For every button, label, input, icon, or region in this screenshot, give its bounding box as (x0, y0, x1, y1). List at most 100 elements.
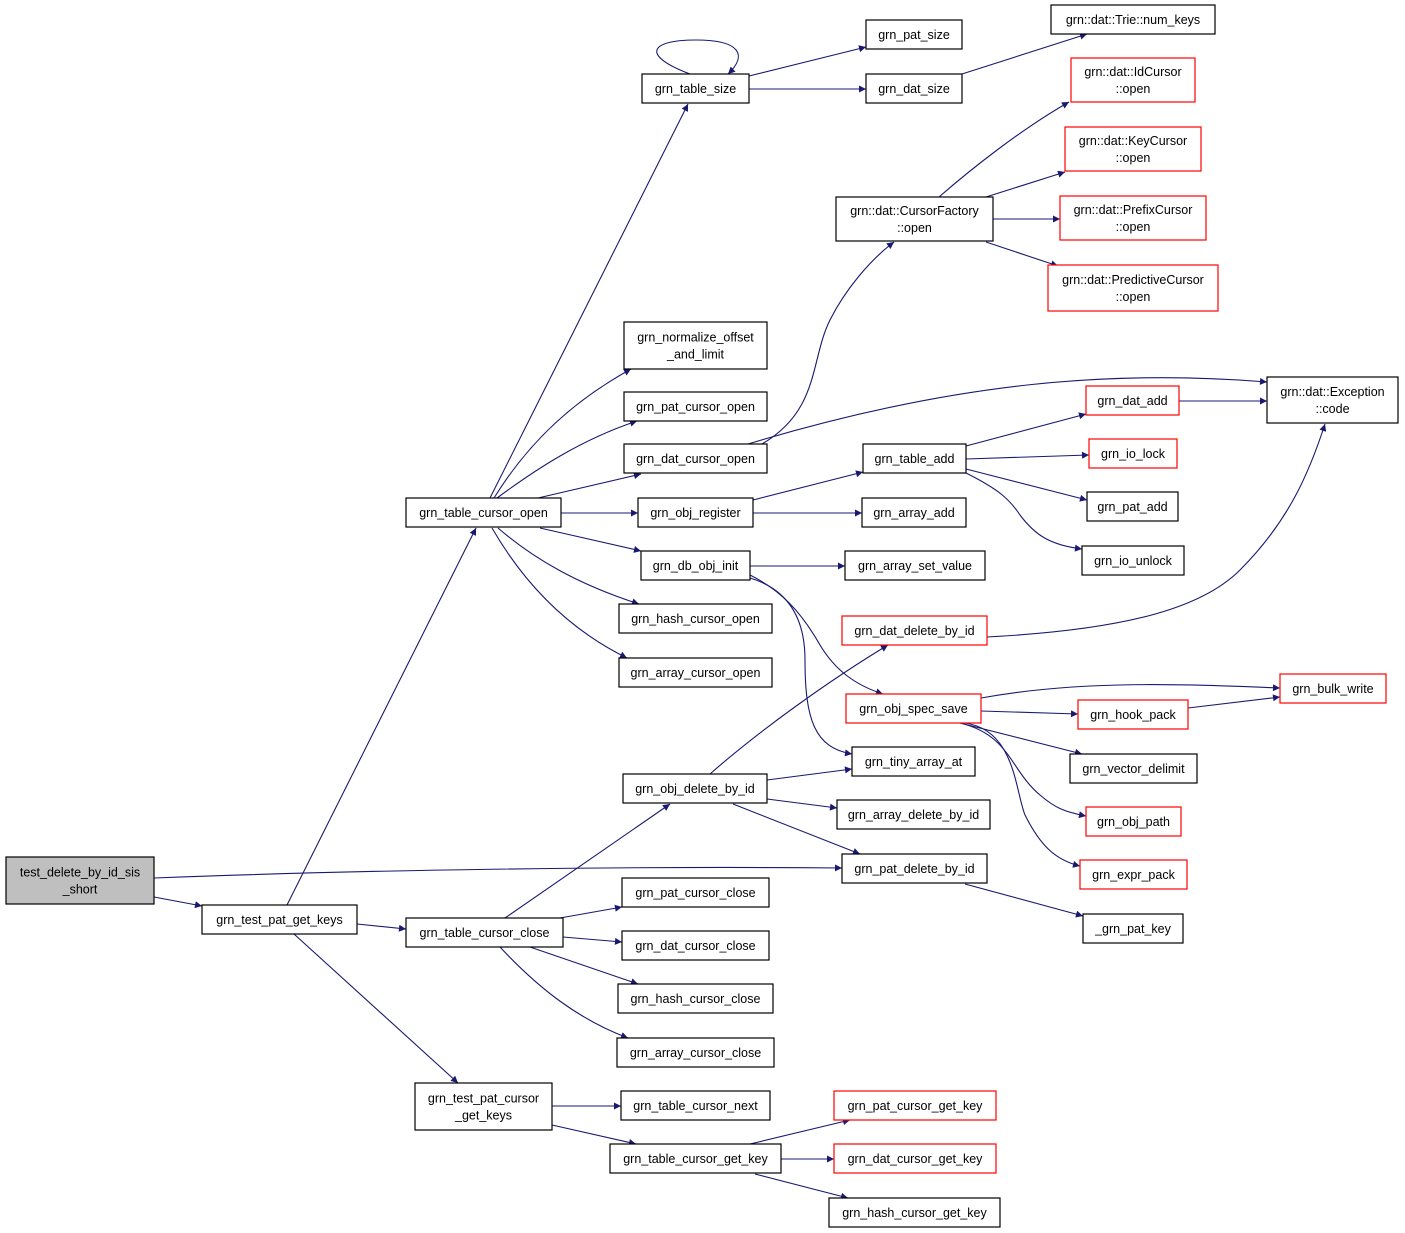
node-grn-pat-add[interactable]: grn_pat_add (1086, 491, 1179, 522)
node-grn-pat-cursor-get-key[interactable]: grn_pat_cursor_get_key (833, 1090, 997, 1121)
node-grn-test-pat-cursor-get-keys[interactable]: grn_test_pat_cursor_get_keys (414, 1082, 553, 1131)
node-grn-obj-register[interactable]: grn_obj_register (637, 497, 754, 528)
node-grn-table-cursor-open[interactable]: grn_table_cursor_open (405, 497, 562, 528)
node-box (1077, 699, 1189, 730)
node-grn-expr-pack[interactable]: grn_expr_pack (1079, 859, 1188, 890)
node-grn-pat-cursor-open[interactable]: grn_pat_cursor_open (623, 391, 768, 422)
node-grn-hook-pack[interactable]: grn_hook_pack (1077, 699, 1189, 730)
node-grn-dat-cursor-open[interactable]: grn_dat_cursor_open (623, 443, 768, 474)
edge-line (496, 419, 638, 499)
edge-line (749, 577, 853, 757)
node-grn-table-size[interactable]: grn_table_size (641, 73, 750, 104)
node-grn-dat-delete-by-id[interactable]: grn_dat_delete_by_id (841, 615, 988, 646)
node-grn-io-unlock[interactable]: grn_io_unlock (1081, 545, 1185, 576)
node-grn-dat-cursor-close[interactable]: grn_dat_cursor_close (621, 930, 770, 961)
node-box (5, 856, 155, 905)
node-grn-array-add[interactable]: grn_array_add (861, 497, 967, 528)
node-label: grn_pat_cursor_close (635, 886, 755, 900)
node-grn-table-cursor-next[interactable]: grn_table_cursor_next (620, 1090, 771, 1121)
node-label: grn_obj_path (1097, 815, 1170, 829)
edge-grn_obj_spec_save-to-grn_bulk_write (980, 684, 1281, 699)
node-label: grn::dat::Exception (1280, 385, 1384, 399)
node-grn-normalize-offset-and-limit[interactable]: grn_normalize_offset_and_limit (623, 321, 768, 370)
edge-grn_test_pat_cursor_get_keys-to-grn_table_cursor_get_key (551, 1124, 637, 1146)
edge-line (754, 1173, 849, 1200)
node-grn-hash-cursor-get-key[interactable]: grn_hash_cursor_get_key (828, 1197, 1001, 1228)
node-grn-pat-cursor-close[interactable]: grn_pat_cursor_close (621, 877, 770, 908)
edge-line (761, 241, 895, 445)
node-label: grn::dat::PrefixCursor (1074, 203, 1193, 217)
node-box (836, 799, 991, 830)
node-grn-tiny-array-at[interactable]: grn_tiny_array_at (851, 746, 976, 777)
node-cursor-factory-open[interactable]: grn::dat::CursorFactory::open (835, 196, 994, 242)
node-trie-num-keys[interactable]: grn::dat::Trie::num_keys (1050, 4, 1216, 35)
node-grn-test-pat-get-keys[interactable]: grn_test_pat_get_keys (201, 904, 358, 935)
node-grn-dat-cursor-get-key[interactable]: grn_dat_cursor_get_key (833, 1143, 997, 1174)
node-label: ::open (1116, 151, 1151, 165)
node-grn-pat-size[interactable]: grn_pat_size (865, 19, 963, 50)
node-grn-table-cursor-close[interactable]: grn_table_cursor_close (405, 917, 564, 948)
node-box (620, 1090, 771, 1121)
edge-cursor_factory_open-to-idcursor_open (938, 101, 1070, 198)
edge-grn_table_cursor_open-to-grn_pat_cursor_open (496, 419, 638, 499)
node-grn-table-cursor-get-key[interactable]: grn_table_cursor_get_key (609, 1143, 782, 1174)
edge-line (559, 904, 623, 919)
edge-line (749, 1118, 851, 1145)
edge-line (562, 936, 623, 945)
node-grn-obj-spec-save[interactable]: grn_obj_spec_save (845, 693, 982, 724)
node-label: grn_table_cursor_get_key (623, 1152, 768, 1166)
node-box (618, 603, 773, 634)
edge-line (964, 722, 1081, 868)
node-grn-vector-delimit[interactable]: grn_vector_delimit (1069, 753, 1198, 784)
edge-grn_obj_spec_save-to-grn_vector_delimit (959, 722, 1083, 756)
edge-grn_table_cursor_close-to-grn_hash_cursor_close (529, 946, 639, 986)
node-grn-obj-delete-by-id[interactable]: grn_obj_delete_by_id (622, 773, 768, 804)
edge-grn_pat_delete_by_id-to-grn_pat_key (964, 883, 1084, 918)
node-prefixcursor-open[interactable]: grn::dat::PrefixCursor::open (1059, 195, 1207, 241)
node-grn-table-add[interactable]: grn_table_add (862, 443, 967, 474)
node-grn-array-set-value[interactable]: grn_array_set_value (844, 550, 986, 581)
edge-line (153, 896, 203, 909)
node-label: ::open (897, 221, 932, 235)
edge-grn_table_add-to-grn_pat_add (965, 468, 1088, 502)
edge-grn_table_cursor_get_key-to-grn_pat_cursor_get_key (749, 1118, 851, 1145)
node-label: grn_db_obj_init (653, 559, 739, 573)
edge-line (965, 412, 1087, 447)
edge-grn_table_add-to-grn_io_lock (965, 451, 1090, 460)
node-label: grn_obj_delete_by_id (635, 782, 755, 796)
node-keycursor-open[interactable]: grn::dat::KeyCursor::open (1064, 126, 1202, 172)
node-predictivecursor-open[interactable]: grn::dat::PredictiveCursor::open (1047, 264, 1219, 312)
node-exception-code[interactable]: grn::dat::Exception::code (1266, 376, 1399, 424)
node-grn-dat-size[interactable]: grn_dat_size (865, 73, 963, 104)
node-grn-db-obj-init[interactable]: grn_db_obj_init (640, 550, 751, 581)
node-grn-hash-cursor-open[interactable]: grn_hash_cursor_open (618, 603, 773, 634)
node-grn-pat-key[interactable]: _grn_pat_key (1082, 913, 1184, 944)
edge-cursor_factory_open-to-keycursor_open (985, 170, 1066, 198)
edge-test_delete-to-grn_pat_delete_by_id (153, 864, 843, 879)
node-grn-array-cursor-close[interactable]: grn_array_cursor_close (616, 1037, 775, 1068)
node-grn-bulk-write[interactable]: grn_bulk_write (1279, 673, 1387, 704)
edge-grn_table_cursor_open-to-grn_array_cursor_open (491, 527, 628, 659)
node-grn-array-cursor-open[interactable]: grn_array_cursor_open (618, 657, 773, 688)
node-grn-array-delete-by-id[interactable]: grn_array_delete_by_id (836, 799, 991, 830)
node-box (622, 773, 768, 804)
node-box (833, 1090, 997, 1121)
edge-grn_table_cursor_open-to-grn_table_size (489, 103, 689, 499)
node-box (621, 930, 770, 961)
edge-line (959, 722, 1087, 819)
node-label: grn_dat_cursor_get_key (848, 1152, 984, 1166)
node-grn-hash-cursor-close[interactable]: grn_hash_cursor_close (617, 983, 774, 1014)
node-grn-pat-delete-by-id[interactable]: grn_pat_delete_by_id (841, 853, 988, 884)
node-label: grn_vector_delimit (1082, 762, 1185, 776)
node-label: grn_dat_cursor_open (636, 452, 755, 466)
edge-line (752, 470, 864, 501)
edge-line (286, 527, 477, 906)
node-grn-io-lock[interactable]: grn_io_lock (1088, 438, 1178, 469)
node-test-delete[interactable]: test_delete_by_id_sis_short (5, 856, 155, 905)
node-box (861, 497, 967, 528)
node-grn-dat-add[interactable]: grn_dat_add (1085, 385, 1180, 416)
node-box (414, 1082, 553, 1131)
node-idcursor-open[interactable]: grn::dat::IdCursor::open (1070, 57, 1196, 103)
node-grn-obj-path[interactable]: grn_obj_path (1085, 806, 1182, 837)
edge-line (491, 527, 628, 659)
